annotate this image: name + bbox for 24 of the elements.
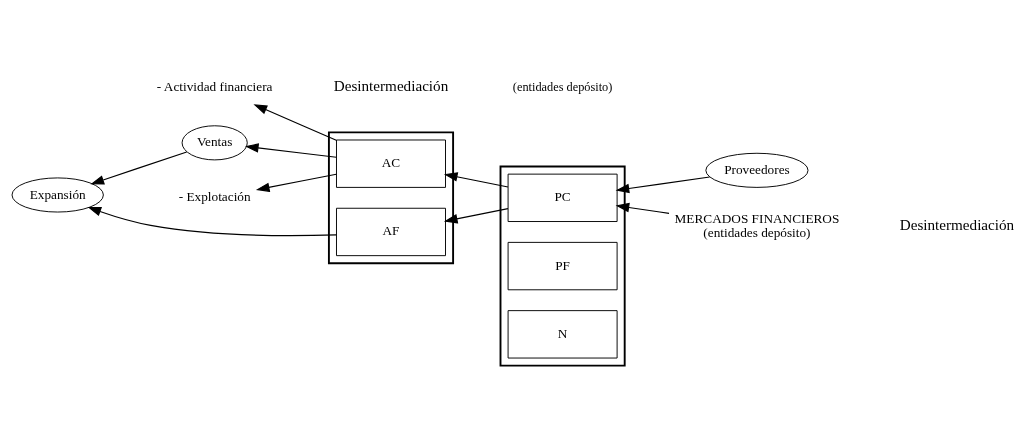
node-text: - Explotación [178,188,251,204]
node-text: MERCADOS FINANCIEROS (entidades depósito) [674,210,840,240]
arrow [253,103,337,141]
label: (entidades depósito) [512,79,613,94]
arrow [90,150,188,184]
label: Desintermediación [899,215,1015,233]
arrow [244,142,337,158]
node-ellipse: Ventas [181,124,248,160]
arrow [443,207,509,223]
node-box: N [507,309,618,358]
node-box: AF [336,207,446,256]
cluster [499,165,626,367]
node-ellipse: Proveedores [705,152,809,188]
cluster [327,130,455,264]
node-box: PC [507,173,618,222]
arrow [87,206,337,236]
arrow [443,171,509,188]
node-box: PF [507,241,618,290]
node-box: AC [336,139,446,188]
arrow [615,175,711,193]
label: Desintermediación [333,76,449,94]
arrow [615,202,670,214]
node-text: - Actividad financiera [156,78,273,94]
arrow [255,173,337,192]
